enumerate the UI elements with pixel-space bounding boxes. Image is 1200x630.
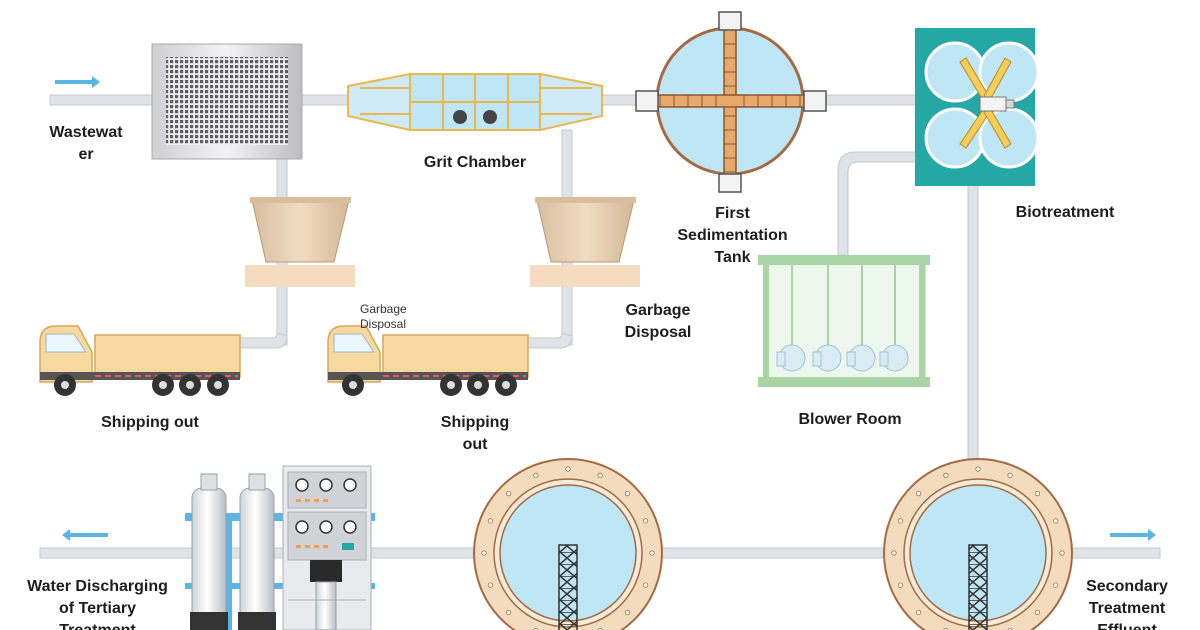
rim-bolt <box>1034 490 1041 497</box>
pipe-screen-to-truck <box>239 332 288 349</box>
label-first-sedimentation-tank: First Sedimentation Tank <box>677 205 788 266</box>
rim-bolt <box>649 550 655 556</box>
pipe-grit-to-truck <box>527 332 573 349</box>
grit-chamber-icon <box>347 73 603 131</box>
rim-bolt <box>624 490 631 497</box>
label-biotreatment: Biotreatment <box>1015 204 1115 221</box>
flow-arrow-icon <box>55 76 100 88</box>
rim-bolt <box>1059 550 1065 556</box>
label-grit-chamber: Grit Chamber <box>423 154 527 171</box>
rim-bolt <box>1053 582 1059 588</box>
rim-bolt <box>943 472 949 478</box>
rim-bolt <box>505 609 512 616</box>
rim-bolt <box>505 490 512 497</box>
rim-bolt <box>481 550 487 556</box>
rim-bolt <box>624 609 631 616</box>
clarifier-tank-icon <box>883 458 1073 630</box>
flow-arrow-icon <box>62 529 108 541</box>
biotreatment-icon <box>915 28 1040 186</box>
bar-screen-icon <box>151 43 303 160</box>
clarifier-tank-icon <box>473 458 663 630</box>
rim-bolt <box>642 518 649 524</box>
rim-bolt <box>642 582 649 588</box>
blower-room-icon <box>758 255 930 387</box>
rim-bolt <box>1053 518 1059 524</box>
filter-tank-icon <box>185 473 375 630</box>
rim-bolt <box>1007 472 1013 478</box>
rim-bolt <box>487 582 493 588</box>
label-secondary-treatment: Secondary Treatment Effluent <box>1086 578 1168 630</box>
clarifier-rim-bolts <box>481 466 1065 630</box>
rim-bolt <box>597 472 603 478</box>
label-garbage-disposal-small: Garbage Disposal <box>360 302 407 331</box>
label-water-discharging: Water Discharging of Tertiary Treatment <box>27 578 168 630</box>
label-wastewater: Wastewat er <box>49 124 123 163</box>
pipe-blower-up <box>837 151 919 256</box>
flow-arrow-icon <box>1110 529 1156 541</box>
dump-truck-icon <box>39 325 241 396</box>
rim-bolt <box>565 466 571 472</box>
flow-arrow-icon <box>55 76 1156 541</box>
rim-bolt <box>975 466 981 472</box>
label-shipping-out-2: Shipping out <box>440 414 510 453</box>
hopper-icon <box>245 197 355 287</box>
label-shipping-out-1: Shipping out <box>101 414 199 431</box>
blower-icon <box>776 344 909 372</box>
pipe-bio-down <box>967 184 979 476</box>
rim-bolt <box>533 472 539 478</box>
rim-bolt <box>915 609 922 616</box>
rim-bolt <box>897 518 904 524</box>
control-panel-icon <box>282 465 372 630</box>
first-sedimentation-tank-icon <box>635 11 827 193</box>
rim-bolt <box>897 582 904 588</box>
hopper-icon <box>530 197 640 287</box>
rim-bolt <box>915 490 922 497</box>
dump-truck-icon <box>327 325 529 396</box>
rim-bolt <box>891 550 897 556</box>
label-blower-room: Blower Room <box>798 411 902 428</box>
label-garbage-disposal: Garbage Disposal <box>624 302 692 341</box>
rim-bolt <box>1034 609 1041 616</box>
rim-bolt <box>487 518 493 524</box>
